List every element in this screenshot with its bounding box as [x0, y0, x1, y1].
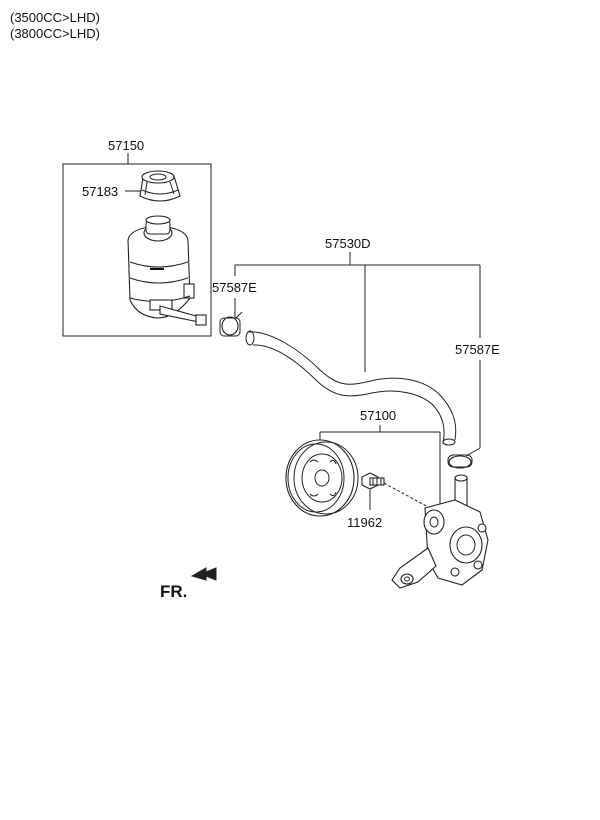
callout-11962[interactable]: 11962 — [347, 515, 382, 530]
return-hose-icon — [245, 330, 457, 446]
hose-clamp-right-icon — [447, 454, 473, 469]
front-marker-label: FR. — [160, 582, 187, 601]
bolt-axis-line — [383, 482, 431, 509]
callout-57530D[interactable]: 57530D — [325, 236, 371, 251]
reservoir-cap-icon — [139, 170, 181, 202]
power-steering-pump-icon — [391, 474, 489, 589]
applicability-line-1: (3500CC>LHD) — [10, 10, 100, 25]
reservoir-tank-icon: ▬▬ — [127, 215, 207, 326]
pump-pulley-icon — [285, 439, 359, 517]
hose-clamp-left-icon — [219, 311, 243, 337]
tank-mark: ▬▬ — [150, 265, 164, 272]
applicability-line-2: (3800CC>LHD) — [10, 26, 100, 41]
callout-57183[interactable]: 57183 — [82, 184, 118, 199]
front-arrow-icon — [190, 567, 217, 581]
callout-57587E-right[interactable]: 57587E — [455, 342, 500, 357]
mounting-bolt-icon — [361, 472, 385, 490]
callout-57150[interactable]: 57150 — [108, 138, 144, 153]
callout-57100[interactable]: 57100 — [360, 408, 396, 423]
reservoir-assembly-box — [62, 163, 212, 337]
callout-57587E-left[interactable]: 57587E — [212, 280, 257, 295]
